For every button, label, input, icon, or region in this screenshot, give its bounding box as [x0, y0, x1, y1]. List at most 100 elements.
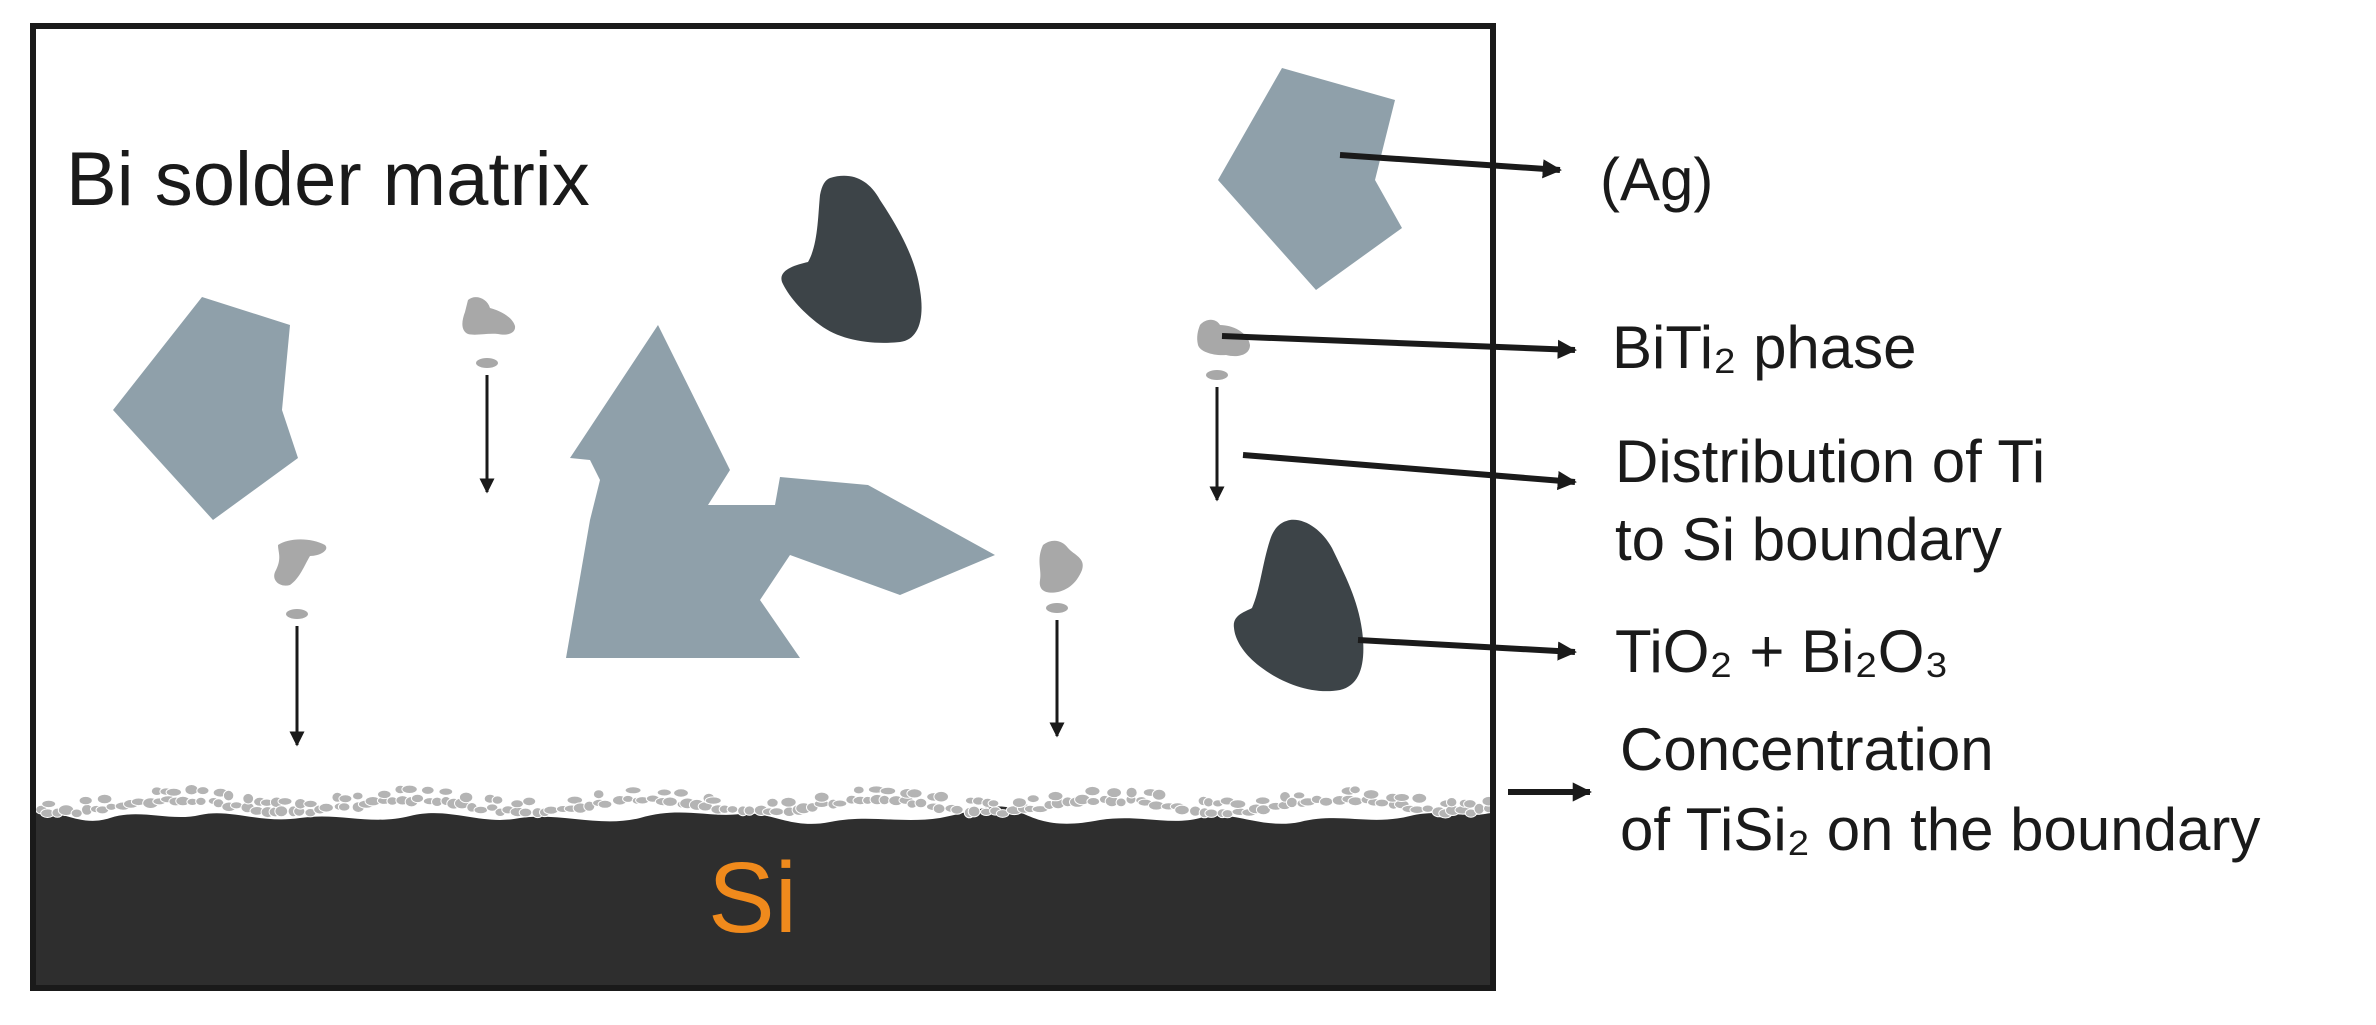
tisi2-particle [1106, 787, 1122, 799]
tisi2-particle [438, 787, 454, 796]
tisi2-particle [196, 786, 210, 796]
tisi2-boundary-particles [35, 784, 1497, 819]
tisi2-particle [1221, 809, 1234, 819]
biti2-particle-group [1039, 540, 1083, 738]
tisi2-particle [473, 805, 489, 815]
distribution-callout-arrow [1242, 452, 1577, 491]
concentration-label-line1: Concentration [1620, 716, 1994, 783]
oxide-particle [1233, 519, 1364, 692]
tisi2-particle [1084, 785, 1101, 797]
tisi2-particle [1125, 786, 1138, 799]
tisi2-particle [522, 796, 537, 807]
tisi2-particle [195, 796, 207, 807]
tisi2-particle [852, 785, 865, 795]
tisi2-particle [1174, 804, 1190, 816]
tisi2-particle [401, 784, 418, 794]
tisi2-particle [878, 794, 891, 806]
tisi2-particle [543, 805, 559, 815]
tisi2-particle [510, 799, 524, 809]
tisi2-particle [518, 807, 533, 818]
tisi2-particle [303, 799, 318, 809]
tisi2-particle [1026, 794, 1040, 804]
ag-phase-particle [113, 297, 298, 520]
tisi2-particle [70, 808, 83, 819]
tisi2-particle [906, 788, 923, 799]
tisi2-particle [184, 784, 199, 796]
tisi2-particle [1254, 796, 1271, 806]
tisi2-particle [352, 791, 364, 801]
tisi2-particle [1411, 792, 1428, 804]
ag-phase-particle [566, 325, 995, 658]
oxide-particle [781, 175, 922, 343]
tisi2-particle [656, 788, 672, 797]
tisi2-particle [338, 794, 353, 804]
tisi2-particle [1292, 791, 1306, 800]
tisi2-particle [1151, 788, 1167, 801]
ag-phase-particle [1218, 68, 1402, 290]
tisi2-particle [832, 799, 848, 808]
tisi2-particle [277, 797, 293, 806]
tisi2-particle [1047, 790, 1064, 802]
tisi2-particle [242, 792, 255, 805]
tisi2-particle [726, 805, 739, 814]
tisi2-particle [933, 790, 950, 803]
tisi2-particle [1393, 793, 1411, 802]
tisi2-particle [318, 802, 334, 813]
tisi2-particle [932, 803, 946, 815]
matrix-label: Bi solder matrix [66, 137, 590, 222]
tisi2-particle [491, 795, 504, 805]
tisi2-particle [592, 789, 605, 800]
tisi2-particle [1473, 802, 1485, 815]
tisi2-particle [41, 799, 57, 809]
tisi2-particle [766, 797, 779, 808]
tisi2-particle [1203, 797, 1214, 808]
tisi2-particle [967, 805, 981, 818]
tisi2-particle [410, 793, 425, 804]
tisi2-particle [662, 796, 678, 807]
tisi2-particle [813, 791, 830, 803]
tisi2-particle [1229, 799, 1247, 809]
tisi2-particle [1349, 785, 1361, 795]
tisi2-particle [673, 788, 689, 798]
tisi2-particle [1446, 797, 1458, 808]
biti2-callout-arrow [1221, 333, 1577, 359]
tisi2-particle [377, 789, 392, 800]
tisi2-particle [274, 805, 289, 818]
si-substrate [33, 806, 1493, 988]
diagram-frame [30, 23, 1496, 991]
tisi2-particle [1086, 797, 1101, 806]
tisi2-particle [879, 786, 897, 796]
tisi2-particle [704, 796, 722, 805]
concentration-label-line2: of TiSi₂ on the boundary [1620, 796, 2260, 863]
tisi2-particle [1115, 797, 1127, 808]
tisi2-particle [458, 791, 474, 804]
tisi2-particle [914, 797, 928, 809]
distribution-label-line2: to Si boundary [1615, 506, 2002, 573]
tisi2-particle [566, 795, 584, 805]
tisi2-particle [1319, 796, 1334, 807]
tisi2-particle [96, 793, 113, 805]
distribution-label-line1: Distribution of Ti [1615, 428, 2045, 495]
tisi2-particle [78, 795, 93, 806]
tisi2-particle [624, 786, 642, 795]
tisi2-particle [950, 804, 964, 815]
biti2-particle-group [462, 297, 516, 494]
tisi2-particle [1204, 808, 1219, 818]
tisi2-particle [337, 802, 351, 812]
oxide-callout-arrow [1357, 637, 1577, 661]
si-label: Si [708, 842, 797, 954]
ag-label: (Ag) [1600, 146, 1713, 213]
tisi2-particle [420, 785, 435, 795]
oxide-label: TiO₂ + Bi₂O₃ [1615, 618, 1949, 685]
tisi2-particle [165, 787, 183, 797]
tisi2-particle [222, 789, 235, 802]
tisi2-particle [1011, 797, 1027, 808]
biti2-label: BiTi₂ phase [1612, 314, 1917, 381]
tisi2-particle [1347, 796, 1364, 807]
tisi2-particle [597, 799, 613, 809]
tisi2-particle [769, 807, 785, 817]
tisi2-particle [743, 805, 756, 816]
biti2-particle-group [274, 539, 327, 747]
tisi2-particle [987, 799, 1000, 808]
